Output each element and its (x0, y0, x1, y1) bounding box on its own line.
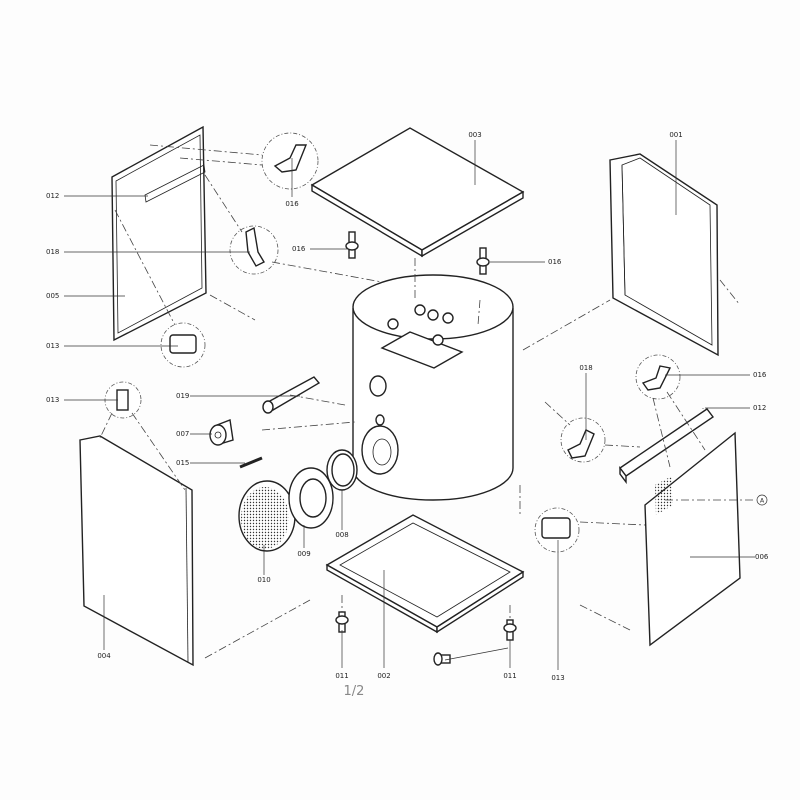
page-indicator: 1/2 (344, 684, 365, 699)
detail-bracket-018-top (229, 225, 279, 275)
side-panel-006 (644, 431, 741, 647)
front-panel-004 (79, 435, 194, 667)
label-009: 009 (297, 550, 310, 558)
label-013: 013 (551, 674, 564, 682)
bolt-016-right (476, 247, 490, 275)
assembly-lines (99, 144, 741, 659)
bolt-011 (335, 611, 349, 633)
water-tank-cylinder (352, 274, 514, 501)
bolt-016-left (345, 231, 359, 259)
label-003: 003 (468, 131, 481, 139)
label-016: 016 (753, 371, 767, 379)
label-018: 018 (579, 364, 592, 372)
nut-007 (209, 419, 234, 446)
side-panel-005 (111, 125, 207, 342)
label-010: 010 (257, 576, 270, 584)
label-019: 019 (176, 392, 189, 400)
label-008: 008 (335, 531, 348, 539)
gasket-008 (326, 449, 358, 491)
detail-bracket-016-right (635, 354, 681, 400)
detail-bracket-016-top (261, 132, 319, 190)
bolt-011 (503, 619, 517, 641)
label-015: 015 (176, 459, 189, 467)
label-013: 013 (46, 396, 59, 404)
leader-lines (64, 140, 768, 670)
label-007: 007 (176, 430, 189, 438)
label-012: 012 (46, 192, 59, 200)
label-013: 013 (46, 342, 59, 350)
label-016: 016 (292, 245, 306, 253)
rail-012 (618, 408, 715, 485)
label-a: A (760, 498, 765, 505)
label-012: 012 (753, 404, 766, 412)
detail-bracket-018-right (560, 417, 606, 463)
flange-009 (288, 467, 334, 529)
label-011: 011 (335, 672, 348, 680)
pin-015 (239, 456, 263, 469)
label-016: 016 (548, 258, 562, 266)
label-005: 005 (46, 292, 59, 300)
label-018: 018 (46, 248, 59, 256)
label-002: 002 (377, 672, 390, 680)
bolt-011 (433, 652, 451, 666)
label-011: 011 (503, 672, 516, 680)
detail-hinge-013-right (534, 507, 580, 553)
reference-marker-a (756, 494, 768, 506)
base-tray-002 (325, 514, 525, 634)
top-cover-003 (310, 127, 525, 258)
label-006: 006 (755, 553, 769, 561)
label-001: 001 (669, 131, 682, 139)
grille-010 (238, 480, 296, 552)
rear-panel-001 (609, 153, 719, 357)
label-004: 004 (97, 652, 111, 660)
detail-hinge-013-top (160, 322, 206, 368)
rod-019 (262, 376, 321, 414)
label-016: 016 (285, 200, 299, 208)
